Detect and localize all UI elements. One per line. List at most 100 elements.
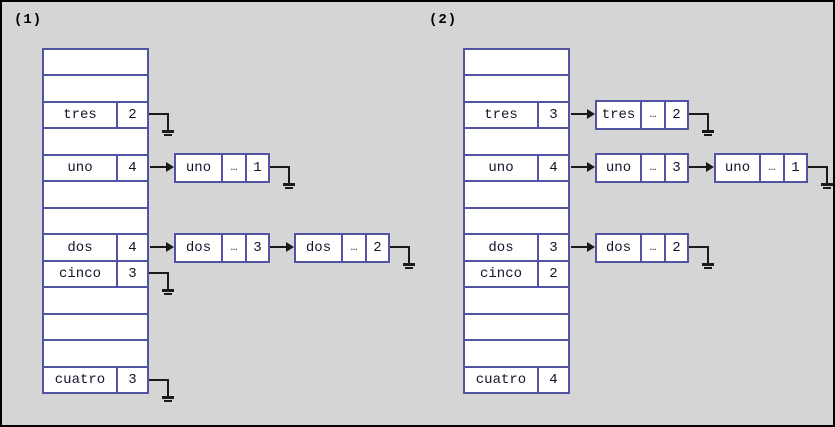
arrowhead-icon <box>706 162 714 172</box>
bucket-row <box>465 129 568 156</box>
count-value: 3 <box>537 235 568 260</box>
bucket-row-cinco: cinco 3 <box>44 261 147 289</box>
list-node: dos … 2 <box>294 233 390 263</box>
word-label: cuatro <box>54 371 106 388</box>
node-word: dos <box>296 235 343 261</box>
node-dots: … <box>223 235 247 261</box>
bucket-row-dos: dos 4 <box>44 235 147 262</box>
bucket-row-cuatro: cuatro 3 <box>44 367 147 393</box>
list-node: dos … 3 <box>174 233 270 263</box>
count-value: 2 <box>116 102 147 128</box>
list-node: tres … 2 <box>595 100 689 130</box>
node-dots: … <box>761 155 785 181</box>
node-word: uno <box>597 155 642 181</box>
list-node: uno … 3 <box>595 153 689 183</box>
node-word: tres <box>597 102 642 128</box>
node-dots: … <box>642 155 666 181</box>
word-label: dos <box>67 239 93 256</box>
node-next-value: 1 <box>791 160 800 176</box>
word-label: tres <box>63 107 97 124</box>
bucket-row <box>44 50 147 77</box>
node-word: uno <box>716 155 761 181</box>
null-ground-symbol <box>390 246 416 272</box>
pointer-arrow <box>571 242 595 252</box>
bucket-row-tres: tres 2 <box>44 102 147 130</box>
null-ground-symbol <box>808 166 833 192</box>
pointer-arrow <box>150 242 174 252</box>
count-value: 2 <box>537 261 568 287</box>
bucket-row-cinco: cinco 2 <box>465 261 568 289</box>
null-ground-symbol <box>149 272 175 298</box>
arrowhead-icon <box>587 242 595 252</box>
bucket-row <box>465 288 568 315</box>
bucket-row <box>44 341 147 368</box>
pointer-arrow <box>571 109 595 119</box>
bucket-row <box>44 208 147 236</box>
arrowhead-icon <box>587 162 595 172</box>
bucket-row <box>465 50 568 77</box>
node-dots: … <box>642 235 666 261</box>
node-word: uno <box>176 155 223 181</box>
bucket-row <box>465 208 568 236</box>
word-label: tres <box>484 107 518 124</box>
bucket-row <box>465 182 568 209</box>
arrowhead-icon <box>166 162 174 172</box>
node-next-value: 2 <box>373 240 382 256</box>
list-node: uno … 1 <box>714 153 808 183</box>
bucket-row <box>465 314 568 342</box>
null-ground-symbol <box>149 113 175 139</box>
count-value: 3 <box>537 102 568 128</box>
pointer-arrow <box>571 162 595 172</box>
bucket-row-cuatro: cuatro 4 <box>465 367 568 393</box>
node-dots: … <box>642 102 666 128</box>
diagram-1-label: (1) <box>14 12 43 28</box>
count-value: 4 <box>116 155 147 181</box>
bucket-row <box>44 288 147 315</box>
bucket-row <box>465 341 568 368</box>
node-dots: … <box>223 155 247 181</box>
node-word: dos <box>176 235 223 261</box>
count-value: 4 <box>537 155 568 181</box>
bucket-row-tres: tres 3 <box>465 102 568 130</box>
count-value: 3 <box>116 367 147 393</box>
pointer-arrow <box>689 162 714 172</box>
null-ground-symbol <box>149 379 175 405</box>
pointer-arrow <box>150 162 174 172</box>
word-label: dos <box>488 239 514 256</box>
bucket-row-dos: dos 3 <box>465 235 568 262</box>
null-ground-symbol <box>689 246 715 272</box>
arrowhead-icon <box>587 109 595 119</box>
arrowhead-icon <box>166 242 174 252</box>
null-ground-symbol <box>270 166 296 192</box>
hash-table-1: tres 2 uno 4 dos 4 cinco 3 cuatro 3 <box>42 48 149 394</box>
node-next-value: 3 <box>672 160 681 176</box>
node-dots: … <box>343 235 367 261</box>
bucket-row <box>465 76 568 103</box>
arrowhead-icon <box>286 242 294 252</box>
word-label: cinco <box>479 265 522 282</box>
hash-table-2: tres 3 uno 4 dos 3 cinco 2 cuatro 4 <box>463 48 570 394</box>
bucket-row <box>44 314 147 342</box>
word-label: uno <box>488 160 514 177</box>
count-value: 4 <box>116 235 147 260</box>
bucket-row <box>44 182 147 209</box>
list-node: dos … 2 <box>595 233 689 263</box>
node-next-value: 3 <box>253 240 262 256</box>
word-label: cuatro <box>475 371 527 388</box>
diagram-2-label: (2) <box>429 12 458 28</box>
word-label: cinco <box>58 265 101 282</box>
word-label: uno <box>67 160 93 177</box>
bucket-row <box>44 76 147 103</box>
count-value: 3 <box>116 261 147 287</box>
pointer-arrow <box>270 242 294 252</box>
node-next-value: 2 <box>672 107 681 123</box>
count-value: 4 <box>537 367 568 393</box>
node-next-value: 2 <box>672 240 681 256</box>
bucket-row-uno: uno 4 <box>44 155 147 183</box>
bucket-row-uno: uno 4 <box>465 155 568 183</box>
bucket-row <box>44 129 147 156</box>
list-node: uno … 1 <box>174 153 270 183</box>
null-ground-symbol <box>689 113 715 139</box>
node-next-value: 1 <box>253 160 262 176</box>
